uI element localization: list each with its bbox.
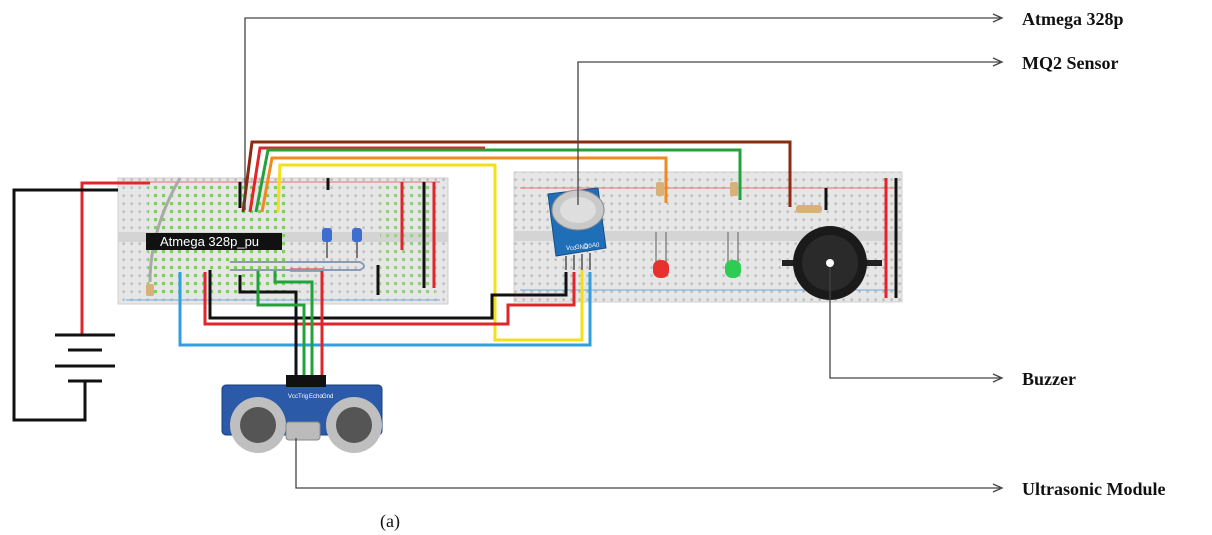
ultrasonic-pin-vcc: Vcc bbox=[288, 394, 298, 400]
ultrasonic-module: Vcc Trig Echo Gnd bbox=[221, 375, 383, 453]
grey-link bbox=[230, 261, 365, 271]
red-wire-bottom bbox=[203, 272, 576, 326]
black-wire-us bbox=[238, 275, 298, 375]
atmega-callout: Atmega 328p bbox=[244, 9, 1124, 210]
mq2-pin-vcc: Vcc bbox=[566, 246, 576, 252]
capacitor-2 bbox=[352, 228, 362, 242]
red-wire-top bbox=[248, 146, 485, 213]
buzzer bbox=[782, 226, 882, 300]
resistor-left bbox=[146, 284, 154, 296]
mq2-pin-d0: D0 bbox=[584, 244, 592, 250]
grey-bend-wire bbox=[148, 177, 182, 283]
green-wire-us-2 bbox=[273, 270, 314, 375]
blue-wire bbox=[178, 272, 592, 347]
green-wire-us-1 bbox=[256, 270, 306, 375]
green-wire-top bbox=[254, 148, 742, 213]
mq2-callout: MQ2 Sensor bbox=[577, 53, 1119, 205]
resistors bbox=[146, 182, 822, 296]
atmega-label: Atmega 328p bbox=[1022, 9, 1124, 29]
buzzer-label: Buzzer bbox=[1022, 369, 1076, 389]
capacitors bbox=[322, 228, 362, 258]
atmega-chip: Atmega 328p_pu bbox=[146, 233, 282, 250]
red-led bbox=[653, 232, 669, 278]
yellow-wire bbox=[276, 163, 584, 342]
mq2-pin-gnd: GND bbox=[575, 245, 589, 251]
ultrasonic-callout: Ultrasonic Module bbox=[295, 438, 1166, 499]
ultrasonic-pin-echo: Echo bbox=[309, 394, 323, 400]
brown-wire bbox=[241, 140, 792, 213]
mq2-label: MQ2 Sensor bbox=[1022, 53, 1119, 73]
callouts: Atmega 328p MQ2 Sensor Buzzer Ultrasonic… bbox=[244, 9, 1166, 499]
wires bbox=[148, 140, 898, 375]
mq2-sensor: Vcc GND D0 A0 bbox=[547, 187, 607, 270]
buzzer-callout: Buzzer bbox=[829, 267, 1076, 389]
green-led bbox=[725, 232, 741, 278]
orange-wire bbox=[260, 156, 668, 213]
chip-label: Atmega 328p_pu bbox=[160, 234, 259, 249]
resistor-buzzer bbox=[796, 205, 822, 213]
mq2-pin-a0: A0 bbox=[592, 243, 600, 249]
resistor-green-led bbox=[730, 182, 738, 196]
ultrasonic-pin-trig: Trig bbox=[298, 394, 308, 400]
black-wire-bottom bbox=[208, 270, 568, 320]
battery-symbol bbox=[12, 181, 150, 422]
capacitor-1 bbox=[322, 228, 332, 242]
figure-caption: (a) bbox=[380, 511, 400, 532]
ultrasonic-label: Ultrasonic Module bbox=[1022, 479, 1166, 499]
ultrasonic-pin-gnd: Gnd bbox=[322, 394, 333, 400]
resistor-red-led bbox=[656, 182, 664, 196]
